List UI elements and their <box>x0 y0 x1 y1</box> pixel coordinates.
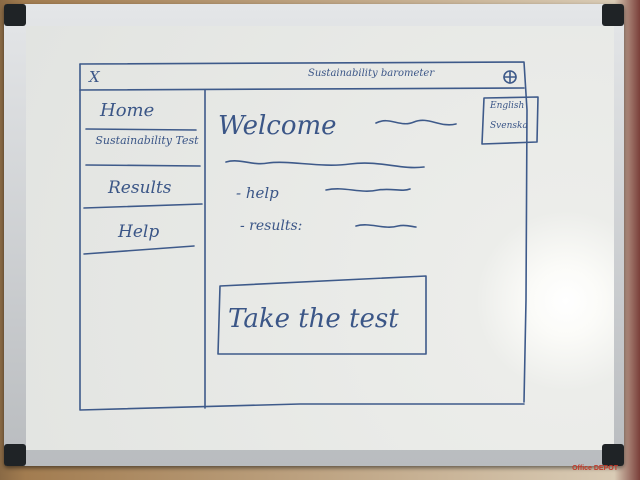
sketch-nav-help: Help <box>118 222 160 242</box>
squiggle-intro-line <box>225 160 425 169</box>
sketch-window-border-left-bottom <box>79 63 525 411</box>
squiggle-results-line <box>355 224 417 228</box>
sketch-nav-sustainability-test: Sustainability Test <box>95 134 199 147</box>
frame-corner-bottom-left <box>4 444 26 466</box>
whiteboard-frame <box>4 4 624 466</box>
sketch-language-box <box>481 96 539 145</box>
sketch-nav-home: Home <box>100 100 155 121</box>
sketch-title-bar-line <box>79 87 525 91</box>
frame-corner-bottom-right <box>602 444 624 466</box>
squiggle-help-line <box>325 188 411 192</box>
squiggle-after-welcome <box>375 119 457 126</box>
close-icon: X <box>89 68 100 86</box>
sketch-app-title: Sustainability barometer <box>308 68 435 79</box>
sketch-language-svenska: Svenska <box>490 121 528 131</box>
sketch-take-test-label: Take the test <box>228 304 399 334</box>
frame-corner-top-right <box>602 4 624 26</box>
frame-corner-top-left <box>4 4 26 26</box>
sketch-window-border-right <box>79 61 528 403</box>
sketch-language-english: English <box>490 101 525 111</box>
sketch-bullet-results: - results: <box>240 218 303 234</box>
sketch-welcome-heading: Welcome <box>218 111 337 141</box>
sketch-bullet-help: - help <box>236 184 279 202</box>
board-brand-label: Office DEPOT <box>572 465 618 472</box>
sketch-nav-results: Results <box>108 178 172 198</box>
sketch-take-test-button-border <box>217 275 427 355</box>
